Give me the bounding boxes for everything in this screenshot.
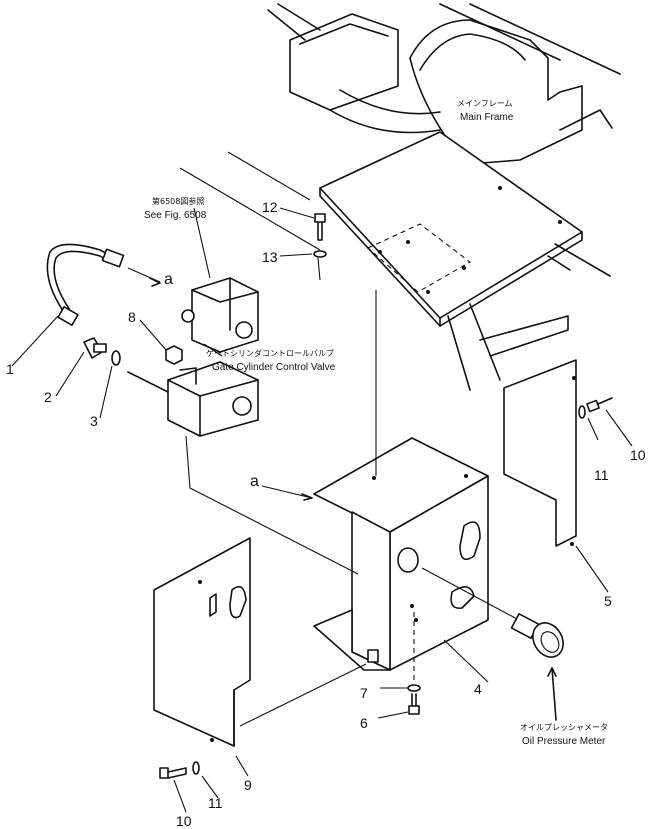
callout-13: 13 [262,249,278,265]
washer-13 [313,250,327,258]
washer-11-right [578,405,586,419]
gate-valve-label-jp: ゲートシリンダコントロールバルブ [206,348,334,358]
leader-lines [11,207,633,813]
bolt-10-right [586,397,613,413]
bolt-10-left [159,767,187,779]
main-frame-label-jp: メインフレーム [457,99,513,108]
callout-5: 5 [604,593,612,609]
callout-12: 12 [262,199,278,215]
oil-pressure-meter [421,567,564,721]
callout-1: 1 [6,361,14,377]
oil-meter-label-en: Oil Pressure Meter [522,736,606,747]
o-ring-3 [111,350,121,366]
main-frame [267,3,621,165]
washer-7 [407,684,421,692]
callout-3: 3 [90,413,98,429]
fitting-2 [83,337,107,359]
callout-2: 2 [44,389,52,405]
oil-meter-label-jp: オイルプレッシャメータ [520,723,608,732]
bolt-6 [408,693,420,715]
gate-valve-label-en: Gate Cylinder Control Valve [212,362,336,373]
callout-11-left: 11 [208,795,223,811]
callout-6: 6 [360,715,368,731]
frame-plate [179,131,611,391]
nut-8 [165,345,183,365]
callout-7: 7 [360,685,368,701]
callout-10-left: 10 [176,813,192,829]
washer-11-left [192,761,200,775]
cover-5 [503,359,577,547]
callout-8: 8 [128,309,136,325]
reference-a-lower: a [250,473,259,490]
callout-4: 4 [474,681,482,697]
see-fig-label-jp: 第6508図参照 [152,196,204,206]
hose-1 [46,243,125,326]
cover-9 [153,537,367,747]
mounting-box-4 [313,290,489,680]
callout-9: 9 [244,777,252,793]
main-frame-label-en: Main Frame [460,112,514,123]
reference-a-upper: a [164,271,173,288]
bolt-12 [314,213,326,241]
gate-cylinder-control-valve [127,277,259,437]
callout-11-right: 11 [594,467,609,483]
see-fig-label-en: See Fig. 6508 [144,210,207,221]
callout-10-right: 10 [630,447,646,463]
